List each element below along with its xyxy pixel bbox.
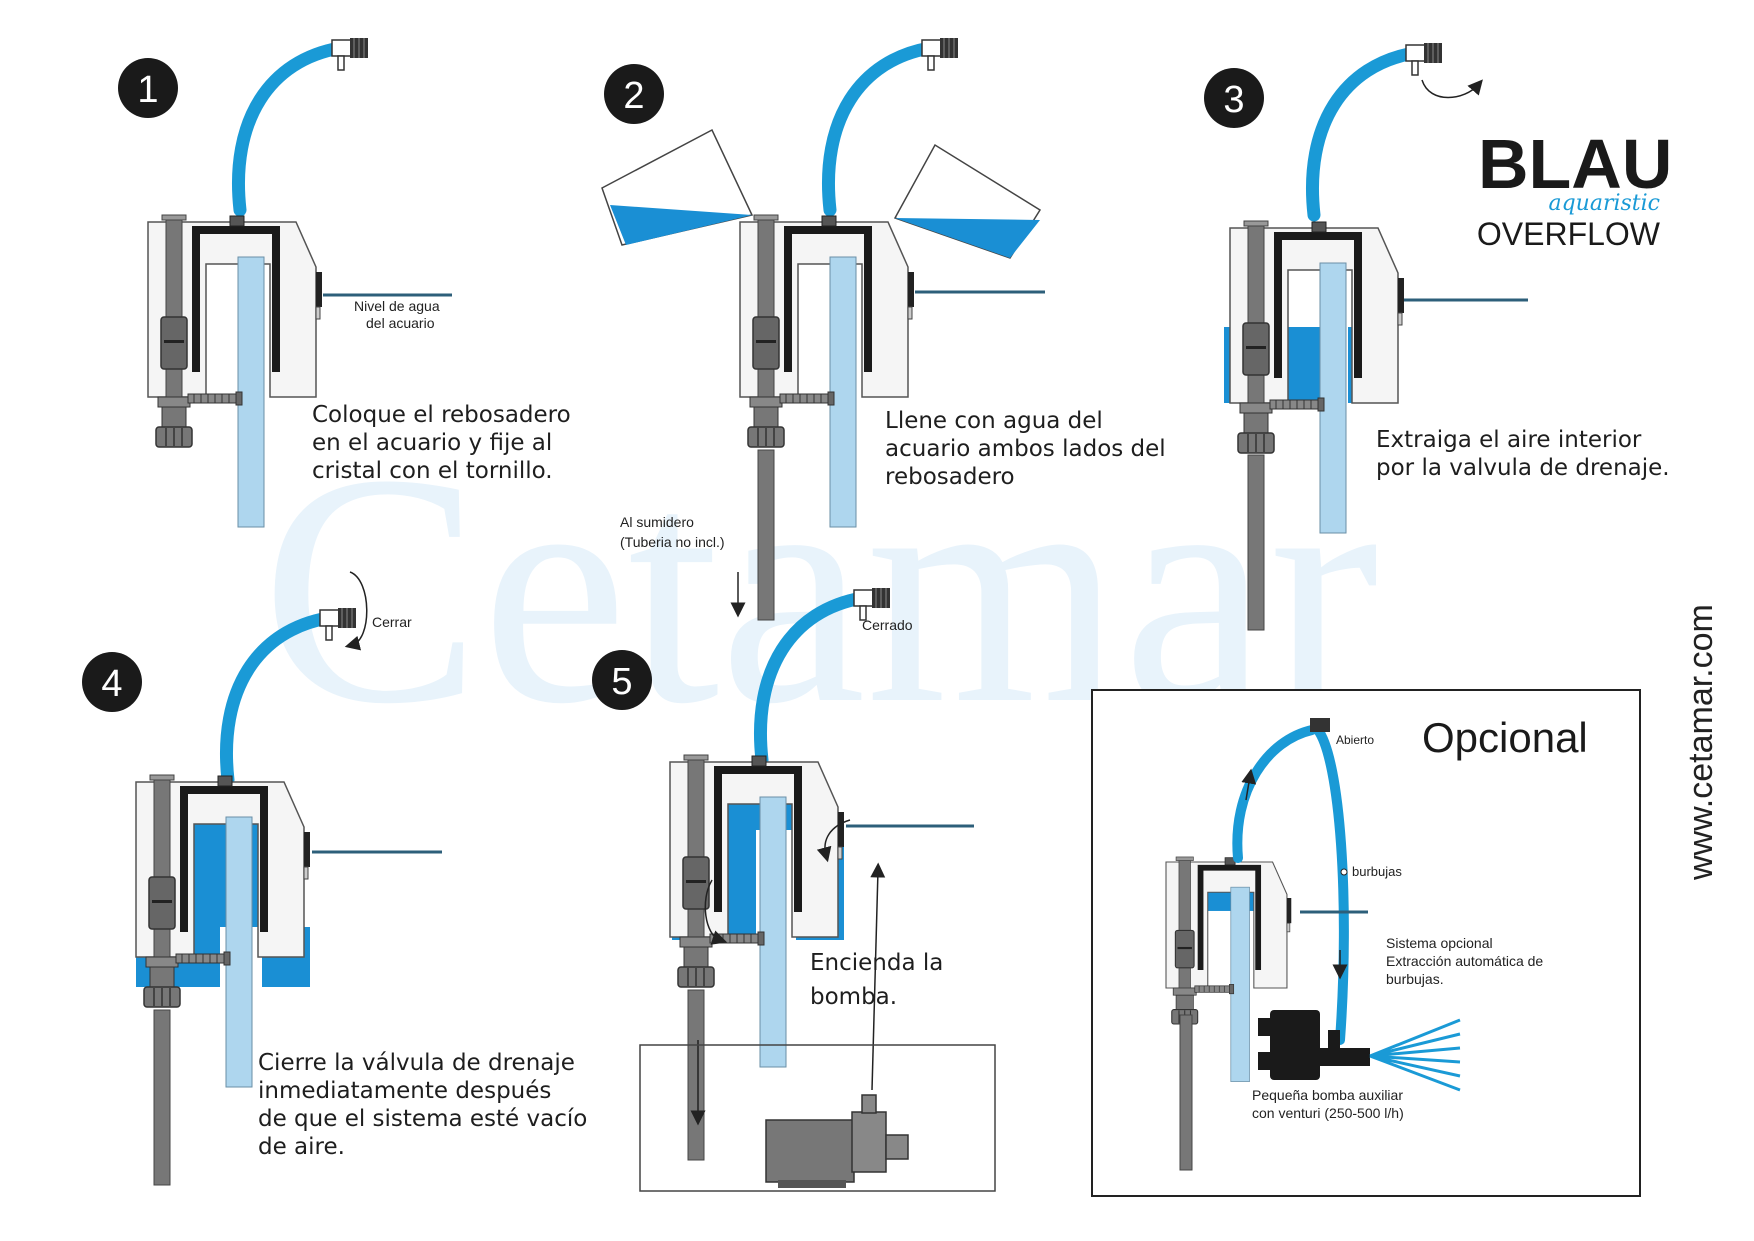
step-number-badge bbox=[592, 650, 652, 710]
website-text: www.cetamar.com bbox=[1682, 604, 1720, 881]
logo-subtext: aquaristic bbox=[1548, 191, 1660, 216]
open-valve-arrow bbox=[1421, 79, 1483, 99]
step-number: 1 bbox=[137, 69, 158, 111]
step-number-badge bbox=[604, 64, 664, 124]
step-caption: Llene con agua del acuario ambos lados d… bbox=[885, 408, 1173, 490]
water-level-note: Nivel de agua del acuario bbox=[354, 298, 444, 331]
pouring-cup-left bbox=[601, 128, 754, 246]
close-note: Cerrar bbox=[372, 614, 412, 630]
step-1: 1 Nivel de agua del acuario Coloque el r… bbox=[118, 37, 578, 527]
drain-pipe-extension bbox=[687, 989, 705, 1161]
optional-overflow-unit bbox=[1166, 857, 1291, 1082]
hose-to-valve bbox=[1232, 725, 1317, 863]
sump-box bbox=[639, 1044, 996, 1192]
optional-pump-text: Pequeña bomba auxiliar con venturi (250-… bbox=[1252, 1087, 1407, 1121]
drain-pipe-extension bbox=[1247, 454, 1265, 631]
step-caption: Coloque el rebosadero en el acuario y fi… bbox=[312, 402, 578, 484]
step-3: 3 Extraiga el aire interior por la valvu… bbox=[1204, 42, 1670, 631]
step-number: 2 bbox=[623, 75, 644, 117]
step-caption: Encienda la bomba. bbox=[810, 950, 951, 1010]
hose-to-pump bbox=[1313, 725, 1349, 1045]
drain-pipe-extension bbox=[757, 449, 775, 621]
drain-valve bbox=[921, 37, 959, 71]
step-number: 3 bbox=[1223, 79, 1244, 121]
bubbles-label: burbujas bbox=[1352, 864, 1402, 879]
flow-arrow bbox=[1241, 768, 1257, 801]
hose bbox=[232, 41, 347, 217]
optional-title: Opcional bbox=[1422, 714, 1588, 761]
drain-pipe-extension bbox=[153, 1009, 171, 1186]
hose bbox=[822, 41, 937, 217]
closed-note: Cerrado bbox=[862, 617, 913, 633]
optional-system-text: Sistema opcional Extracción automática d… bbox=[1386, 935, 1547, 987]
auxiliary-pump bbox=[1258, 1010, 1461, 1092]
step-5: 5 Cerrado Encienda la bomba. bbox=[592, 587, 996, 1192]
drain-pipe-extension bbox=[1179, 1014, 1193, 1171]
open-valve bbox=[1310, 718, 1330, 732]
return-pump bbox=[765, 1094, 909, 1188]
step-number-badge bbox=[118, 58, 178, 118]
logo-text: BLAU bbox=[1478, 125, 1672, 203]
step-caption: Cierre la válvula de drenaje inmediatame… bbox=[258, 1050, 595, 1160]
return-arrow bbox=[870, 862, 886, 1091]
valve-open-label: Abierto bbox=[1336, 733, 1374, 747]
drain-valve bbox=[1405, 42, 1443, 76]
step-caption: Extraiga el aire interior por la valvula… bbox=[1376, 427, 1670, 481]
step-number-badge bbox=[82, 652, 142, 712]
drain-valve bbox=[331, 37, 369, 71]
pouring-cup-right bbox=[893, 143, 1042, 259]
close-rotation-arrow bbox=[344, 571, 368, 651]
hose bbox=[220, 611, 335, 787]
step-4: 4 Cerrar Cierre la válvula de drenaje in… bbox=[82, 571, 595, 1186]
hose bbox=[1306, 46, 1421, 222]
flow-arrow bbox=[816, 819, 851, 863]
flow-arrow bbox=[704, 879, 728, 945]
step-number: 5 bbox=[611, 661, 632, 703]
product-title: OVERFLOW bbox=[1477, 216, 1661, 252]
brand-logo: BLAU aquaristic OVERFLOW bbox=[1477, 125, 1673, 252]
optional-panel: Opcional Abierto burbujas Sistema op bbox=[1091, 689, 1641, 1197]
hose bbox=[754, 591, 869, 767]
sump-note: Al sumidero (Tuberia no incl.) bbox=[620, 514, 725, 550]
step-2: 2 Al sumidero (Tuberia no incl.) Llene c… bbox=[601, 37, 1173, 621]
step-number: 4 bbox=[101, 663, 122, 705]
bubble-marker bbox=[1340, 868, 1348, 876]
step-number-badge bbox=[1204, 68, 1264, 128]
